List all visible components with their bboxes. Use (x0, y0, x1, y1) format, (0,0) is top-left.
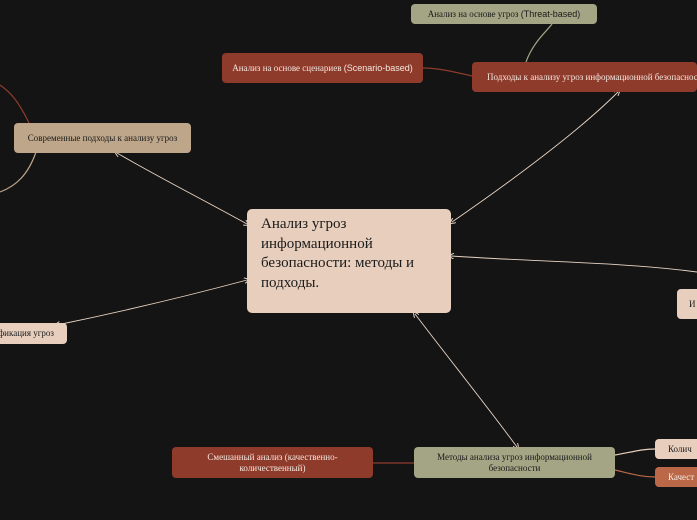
connector-modern-offscreen-top (0, 84, 31, 126)
node-approaches-label: Подходы к анализу угроз информационной б… (487, 71, 697, 82)
central-topic[interactable]: Анализ угроз информационной безопасности… (247, 209, 451, 313)
arrow-central-right (451, 256, 697, 273)
node-threat-based[interactable]: Анализ на основе угроз (Threat-based) (411, 4, 597, 24)
connector-approaches-threat (525, 23, 553, 63)
node-modern-approaches[interactable]: Современные подходы к анализу угроз (14, 123, 191, 153)
node-approaches[interactable]: Подходы к анализу угроз информационной б… (472, 62, 697, 92)
node-right-partial-label: И (689, 298, 696, 309)
node-threat-classification-label: фикация угроз (0, 328, 54, 338)
node-threat-classification[interactable]: фикация угроз (0, 323, 67, 344)
connector-methods-quantitative (614, 448, 656, 456)
node-quantitative-label: Колич (668, 443, 692, 454)
node-qualitative-label: Качест (668, 471, 695, 482)
arrow-central-classification (57, 280, 247, 325)
connector-approaches-scenario (422, 67, 473, 77)
node-scenario-based-label: Анализ на основе сценариев (Scenario-bas… (232, 62, 413, 73)
connector-modern-offscreen-bottom (0, 151, 37, 193)
node-quantitative[interactable]: Колич (655, 439, 697, 459)
node-scenario-based[interactable]: Анализ на основе сценариев (Scenario-bas… (222, 53, 423, 83)
arrow-central-methods (415, 314, 517, 447)
node-modern-approaches-label: Современные подходы к анализу угроз (27, 132, 178, 143)
node-methods[interactable]: Методы анализа угроз информационной безо… (414, 447, 615, 478)
arrow-central-approaches (452, 92, 618, 222)
node-mixed-analysis-label: Смешанный анализ (качественно-количестве… (207, 451, 338, 473)
node-qualitative[interactable]: Качест (655, 467, 697, 487)
node-threat-based-label: Анализ на основе угроз (Threat-based) (427, 8, 581, 19)
arrow-central-modern (117, 153, 247, 224)
connector-methods-qualitative (614, 469, 656, 478)
node-right-partial[interactable]: И (677, 289, 697, 319)
central-topic-title: Анализ угроз информационной безопасности… (261, 216, 415, 291)
node-mixed-analysis[interactable]: Смешанный анализ (качественно-количестве… (172, 447, 373, 478)
node-methods-label: Методы анализа угроз информационной безо… (437, 451, 592, 473)
